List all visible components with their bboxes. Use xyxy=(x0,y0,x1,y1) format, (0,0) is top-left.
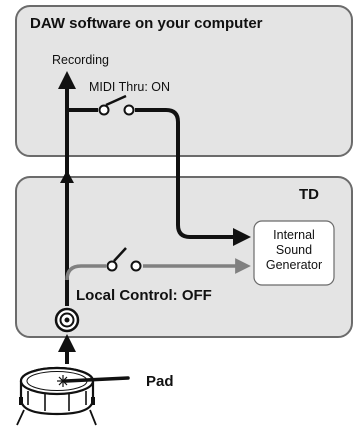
sound-generator-line-1: Internal xyxy=(273,228,315,242)
midi-thru-label: MIDI Thru: ON xyxy=(89,80,170,94)
sound-generator-line-3: Generator xyxy=(266,258,322,272)
midi-thru-switch-left-contact xyxy=(98,104,110,116)
midi-thru-switch-right-contact xyxy=(123,104,135,116)
local-control-label: Local Control: OFF xyxy=(76,287,212,304)
drum-pad-icon xyxy=(16,366,130,426)
sound-generator-line-2: Sound xyxy=(276,243,312,257)
local-control-path xyxy=(65,266,243,281)
local-control-switch-lever xyxy=(113,247,127,262)
midi-thru-switch-lever xyxy=(105,94,127,107)
local-control-switch-left-contact xyxy=(106,260,118,272)
td-box-title: TD xyxy=(299,186,319,203)
pad-label: Pad xyxy=(146,373,174,390)
recording-label: Recording xyxy=(52,53,109,67)
trigger-input-jack-center xyxy=(64,317,70,323)
daw-box-title: DAW software on your computer xyxy=(30,15,263,32)
midi-thru-path xyxy=(67,108,242,237)
internal-sound-generator-box xyxy=(253,220,335,286)
daw-software-box xyxy=(15,5,353,157)
td-module-box xyxy=(15,176,353,338)
local-control-switch-right-contact xyxy=(130,260,142,272)
boundary-arrow-icon xyxy=(60,170,74,183)
